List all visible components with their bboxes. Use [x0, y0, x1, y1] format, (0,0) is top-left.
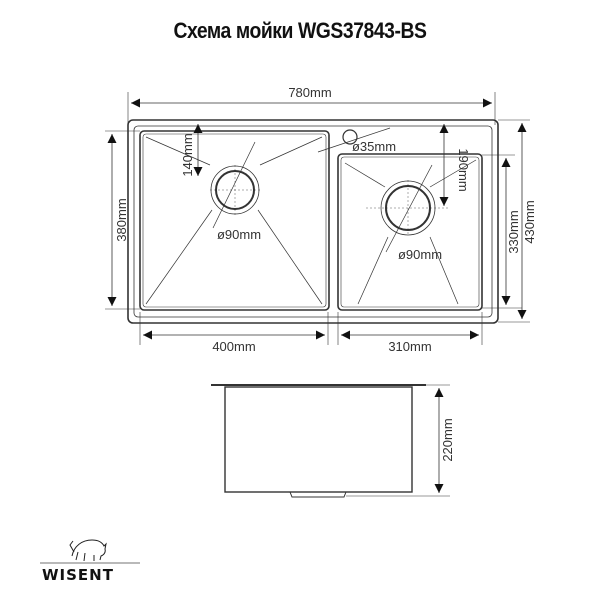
side-view — [211, 384, 450, 498]
left-bowl-width-label: 400mm — [212, 339, 255, 354]
left-drain-offset-label: 140mm — [180, 133, 195, 176]
left-bowl-depth-label: 380mm — [114, 198, 129, 241]
right-bowl-depth-label: 330mm — [506, 210, 521, 253]
side-height-label: 220mm — [440, 418, 455, 461]
bison-icon — [69, 539, 107, 562]
tap-hole-icon — [342, 129, 358, 145]
overall-depth-label: 430mm — [522, 200, 537, 243]
diagram-title: Схема мойки WGS37843-BS — [173, 18, 427, 43]
left-drain-diameter-label: ø90mm — [217, 227, 261, 242]
sink-outer-frame — [127, 119, 499, 324]
right-bowl — [337, 153, 483, 311]
overall-width-label: 780mm — [288, 85, 331, 100]
right-drain-diameter-label: ø90mm — [398, 247, 442, 262]
top-view — [105, 92, 530, 345]
brand-name: WISENT — [42, 566, 114, 584]
sink-inner-frame — [133, 125, 493, 318]
right-drain-offset-label: 190mm — [456, 148, 471, 191]
left-bowl — [139, 130, 330, 311]
tap-hole-diameter-label: ø35mm — [352, 139, 396, 154]
brand-logo: WISENT — [40, 539, 140, 584]
right-bowl-width-label: 310mm — [388, 339, 431, 354]
